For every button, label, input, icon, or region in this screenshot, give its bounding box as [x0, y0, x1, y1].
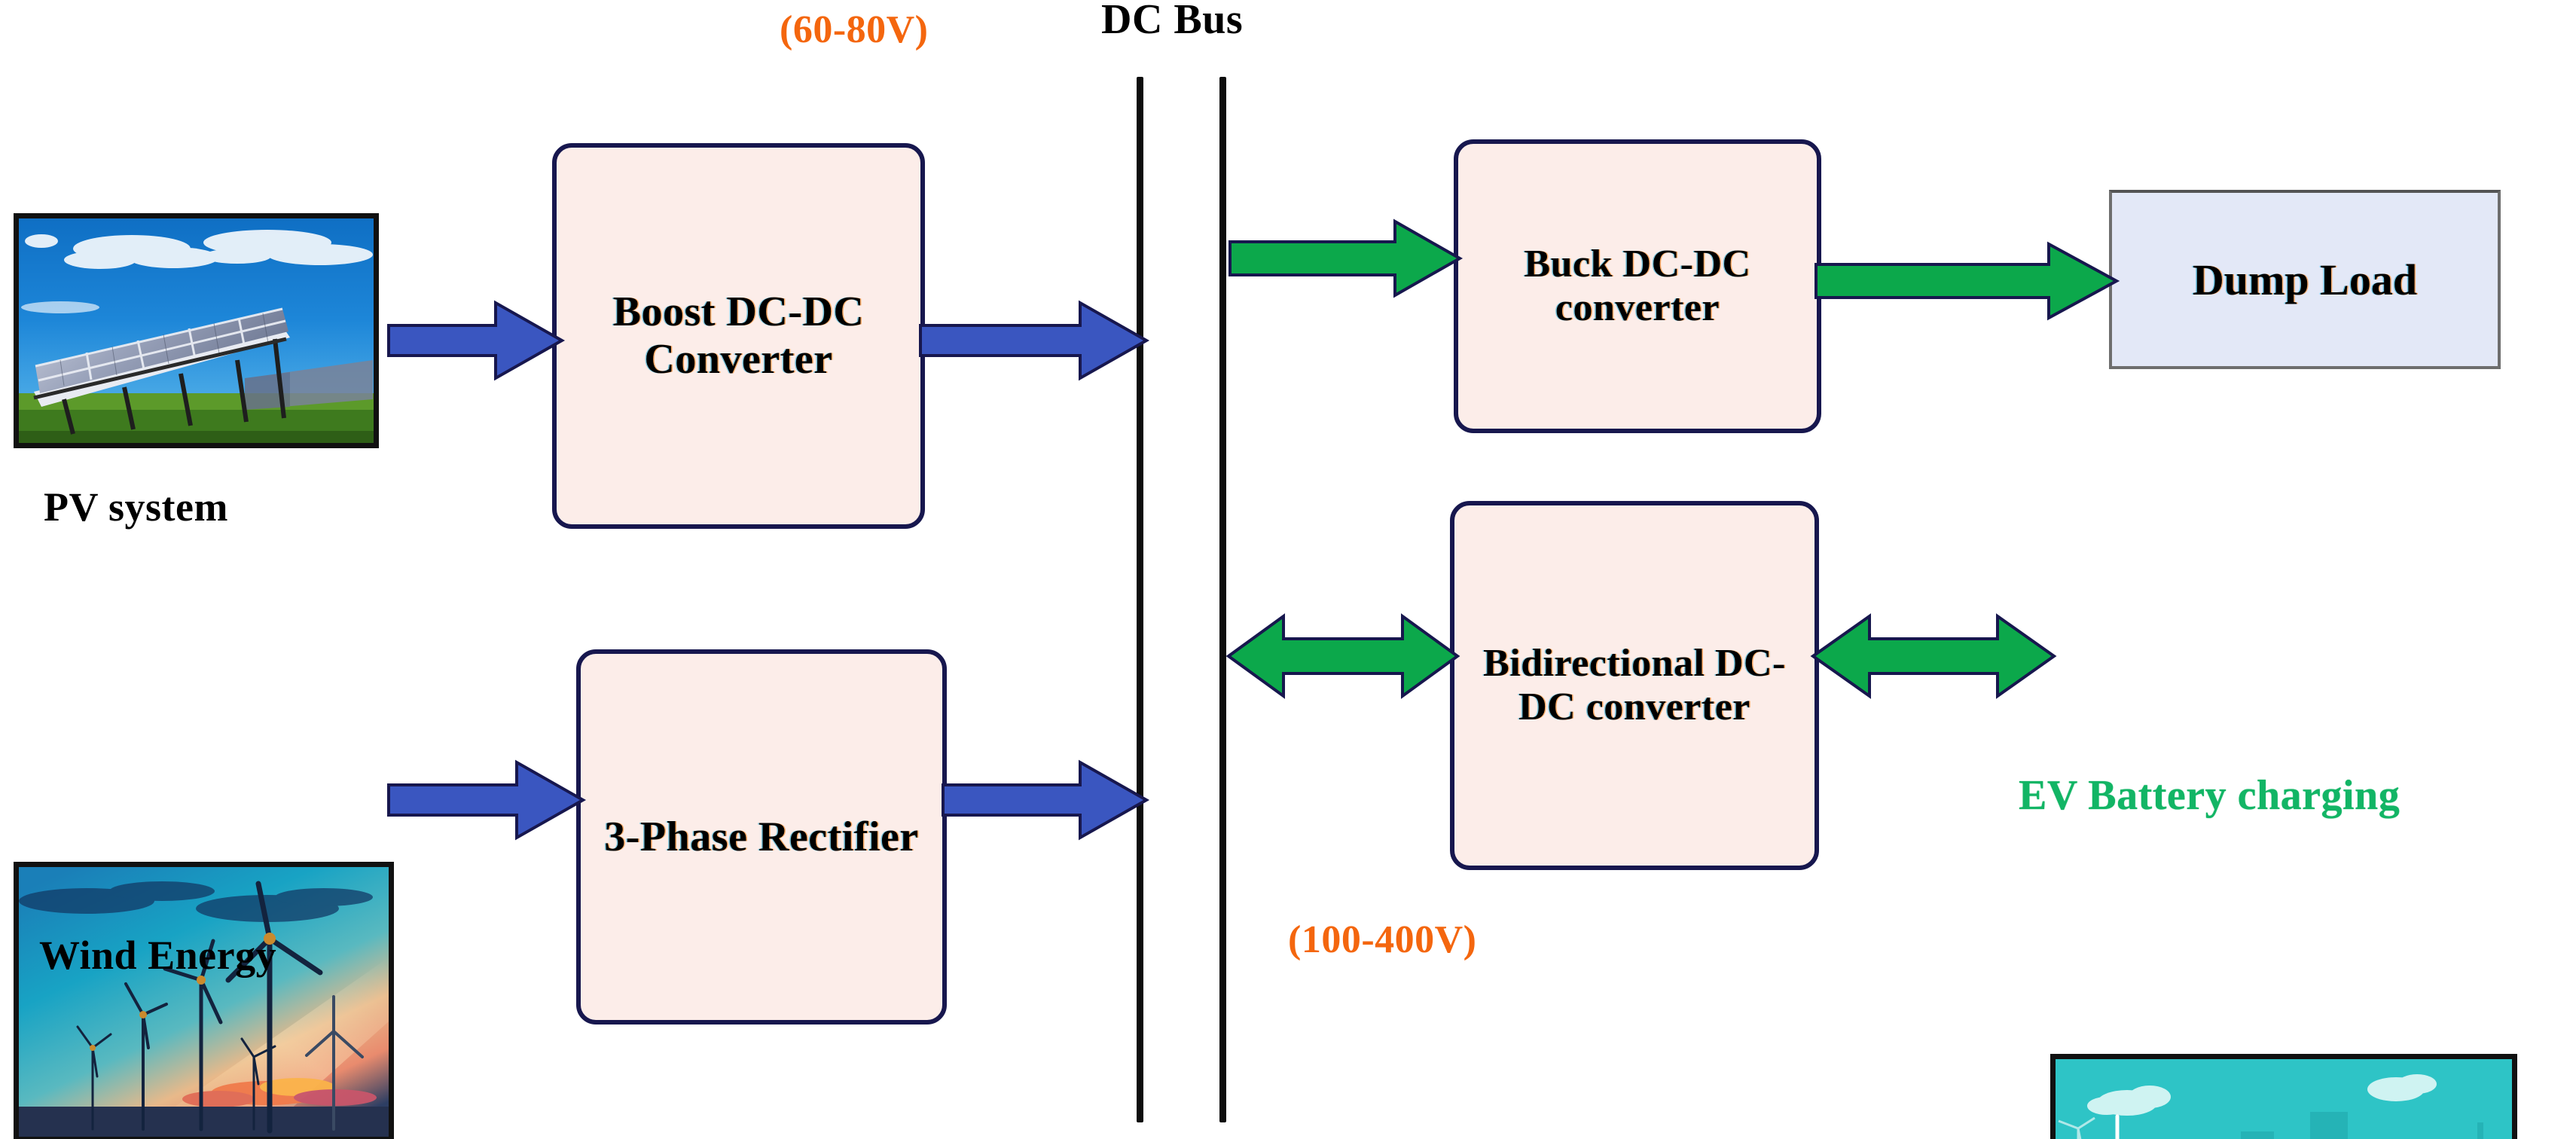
- arrow-buck-to-dump-load: [1814, 240, 2120, 322]
- arrow-pv-to-boost: [386, 295, 566, 386]
- three-phase-rectifier-block[interactable]: 3-Phase Rectifier: [576, 649, 947, 1024]
- arrow-wind-to-rectifier: [386, 755, 587, 845]
- arrow-bidirectional-to-ev: [1810, 607, 2057, 705]
- wind-energy-image: [14, 862, 394, 1139]
- pv-system-image: [14, 213, 379, 448]
- bidirectional-converter-label: Bidirectional DC-DC converter: [1483, 641, 1786, 728]
- buck-converter-label: Buck DC-DC converter: [1524, 242, 1751, 329]
- boost-converter-label: Boost DC-DC Converter: [612, 289, 865, 383]
- voltage-label-low: (60-80V): [780, 8, 929, 51]
- dc-bus-label: DC Bus: [1101, 0, 1244, 43]
- arrow-dc-bus-to-bidirectional: [1225, 607, 1460, 705]
- voltage-label-high: (100-400V): [1288, 918, 1477, 961]
- ev-battery-charging-image: [2050, 1054, 2517, 1139]
- ev-battery-charging-caption: EV Battery charging: [2019, 772, 2401, 819]
- dc-bus-bar-right: [1219, 77, 1226, 1122]
- buck-dc-dc-converter-block[interactable]: Buck DC-DC converter: [1454, 139, 1821, 433]
- arrow-boost-to-dc-bus: [917, 295, 1150, 386]
- dump-load-block[interactable]: Dump Load: [2109, 190, 2501, 369]
- pv-system-caption: PV system: [44, 484, 228, 530]
- rectifier-label: 3-Phase Rectifier: [604, 813, 919, 860]
- arrow-rectifier-to-dc-bus: [940, 755, 1150, 845]
- bidirectional-dc-dc-converter-block[interactable]: Bidirectional DC-DC converter: [1450, 501, 1819, 870]
- arrow-dc-bus-to-buck: [1228, 217, 1463, 300]
- boost-dc-dc-converter-block[interactable]: Boost DC-DC Converter: [552, 143, 925, 529]
- dc-bus-bar-left: [1137, 77, 1143, 1122]
- wind-energy-caption: Wind Energy: [39, 933, 277, 978]
- dump-load-label: Dump Load: [2192, 255, 2418, 304]
